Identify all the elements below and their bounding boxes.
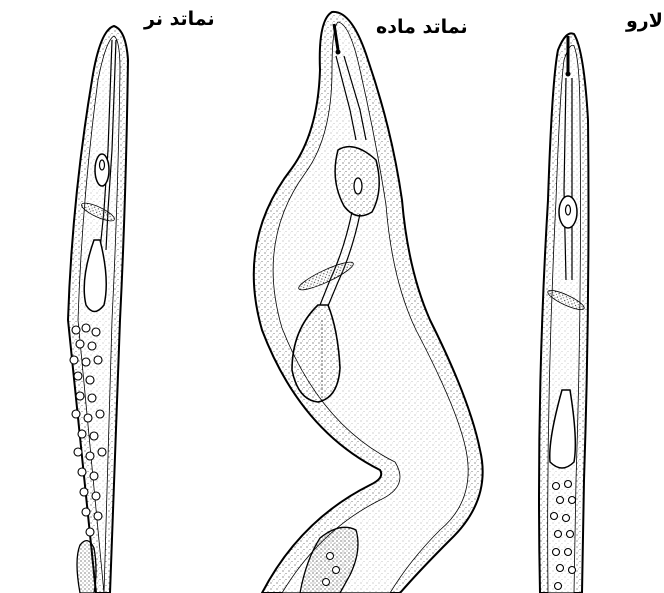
male-nematode (68, 26, 128, 593)
label-larva: لارو (626, 12, 663, 31)
larva-stylet-knob (566, 72, 571, 77)
label-female-nematode: نماتد ماده (376, 18, 468, 37)
female-nematode (254, 12, 483, 593)
larva-nematode (539, 33, 589, 593)
female-stylet-knob (336, 50, 341, 55)
female-median-bulb-valve (354, 178, 362, 194)
label-male-nematode: نماتد نر (144, 10, 215, 29)
larva-median-bulb (559, 196, 577, 228)
male-testis (77, 541, 96, 593)
